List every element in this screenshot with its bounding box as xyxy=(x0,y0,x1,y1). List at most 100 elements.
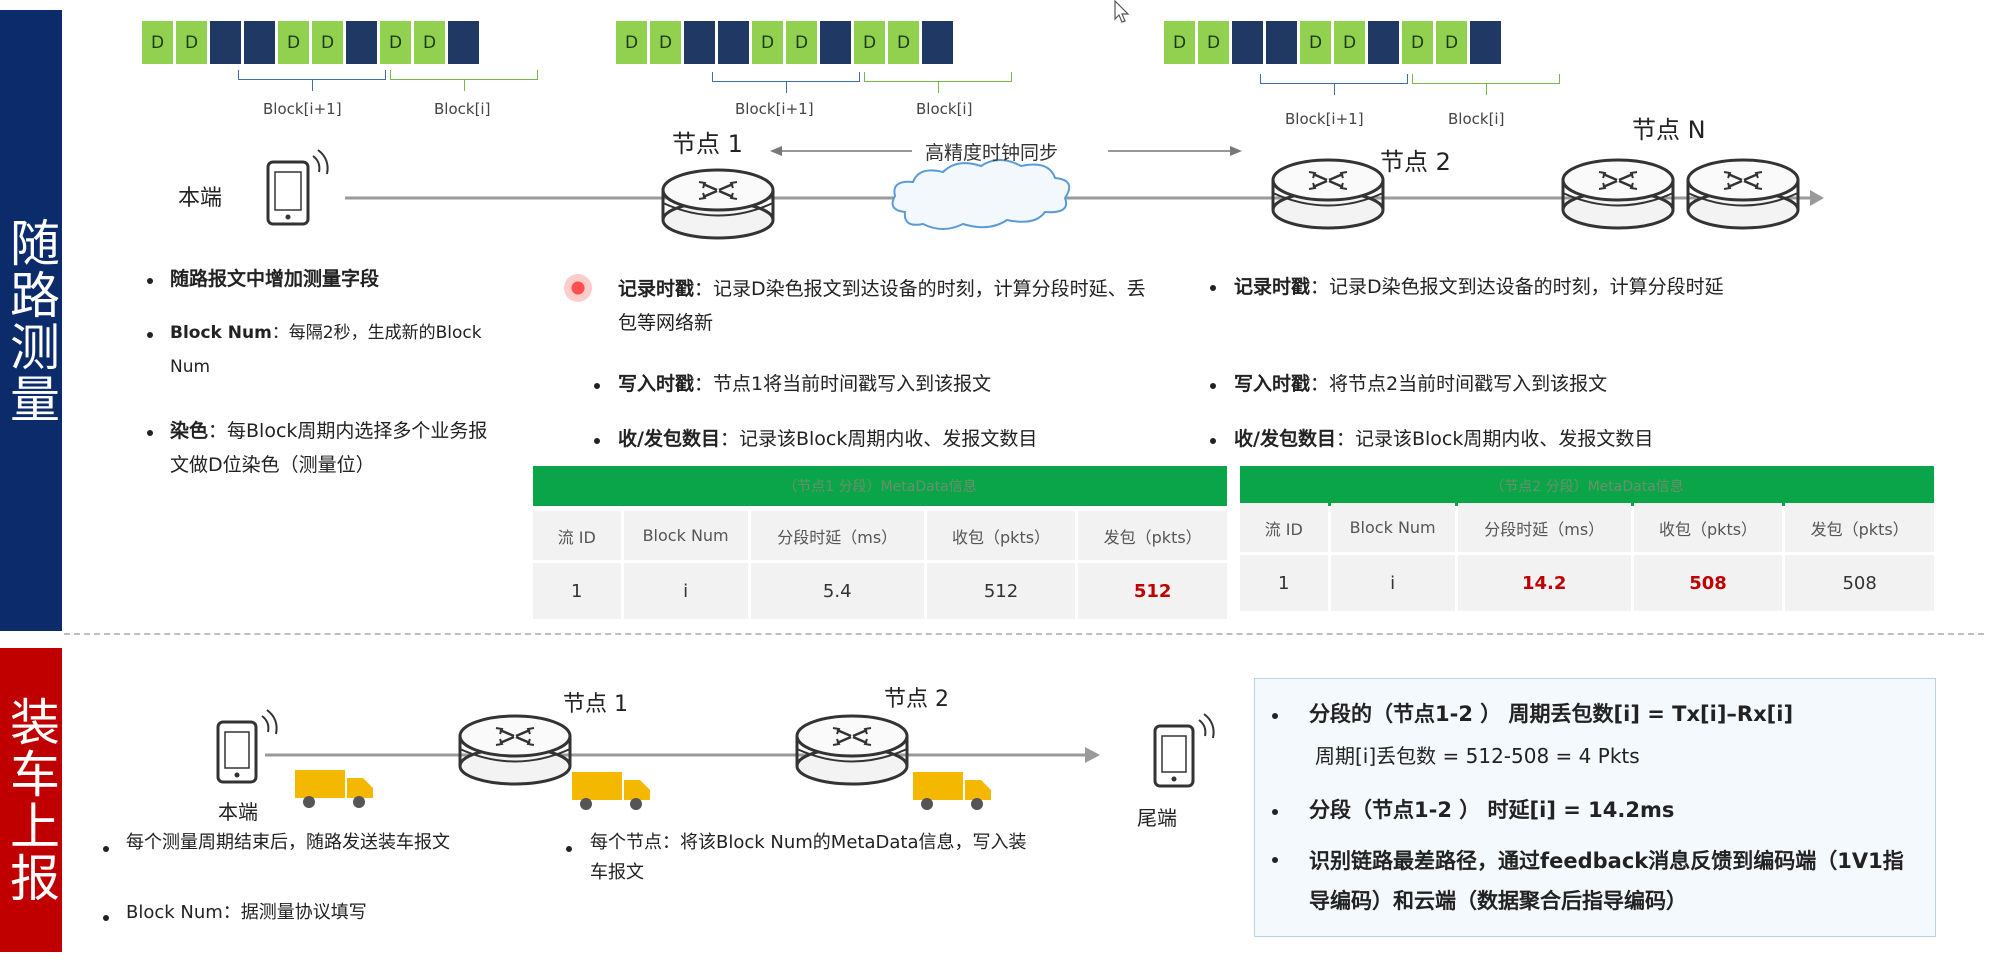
table2-header: 分段时延（ms） xyxy=(1457,503,1631,552)
bottom-node-2-label: 节点 2 xyxy=(884,687,949,712)
top-node-2-label: 节点 2 xyxy=(1380,148,1451,176)
block-cell-d: D xyxy=(176,21,207,64)
truck-icon-2 xyxy=(572,772,650,810)
router-node-n2-icon xyxy=(1686,158,1800,230)
bottom-tail-phone-icon xyxy=(1153,713,1215,788)
table2-cell: 14.2 xyxy=(1457,555,1631,611)
block-cell-d: D xyxy=(1334,21,1365,64)
brace-block-i xyxy=(390,70,538,91)
block-cell xyxy=(820,21,851,64)
summary-line-3: 识别链路最差路径，通过feedback消息反馈到编码端（1V1指导编码）和云端（… xyxy=(1309,849,1904,913)
router-node-2-icon xyxy=(1271,158,1385,230)
top-local-label: 本端 xyxy=(178,186,223,211)
block-cell-d: D xyxy=(752,21,783,64)
label-block-i-3: Block[i] xyxy=(1448,110,1505,128)
label-block-i-2: Block[i] xyxy=(916,100,973,118)
bottom-local-phone-icon xyxy=(216,709,278,784)
sidebar-bottom-label: 装车上报 xyxy=(2,696,60,904)
block-cell-d: D xyxy=(1300,21,1331,64)
label-block-i: Block[i] xyxy=(434,100,491,118)
router-node-1-icon xyxy=(661,168,775,240)
table2-cell: 1 xyxy=(1240,555,1328,611)
right-bullet-2: 写入时戳：将节点2当前时间戳写入到该报文 xyxy=(1234,373,1608,395)
summary-line-1-sub: 周期[i]丢包数 = 512-508 = 4 Pkts xyxy=(1315,744,1640,768)
table2-header: 收包（pkts） xyxy=(1633,503,1783,552)
block-cell-d: D xyxy=(278,21,309,64)
brace-block-i-3 xyxy=(1412,74,1560,95)
mouse-cursor-icon xyxy=(1114,0,1130,23)
block-cell-d: D xyxy=(1198,21,1229,64)
bottom-topology xyxy=(216,709,1215,810)
pointer-highlight xyxy=(564,274,592,302)
top-node-n-label: 节点 N xyxy=(1632,116,1706,144)
block-cell-d: D xyxy=(312,21,343,64)
mid-bullet-2: 写入时戳：节点1将当前时间戳写入到该报文 xyxy=(618,373,992,395)
table1-cell: 1 xyxy=(533,563,621,619)
right-bullet-1: 记录时戳：记录D染色报文到达设备的时刻，计算分段时延 xyxy=(1234,276,1724,298)
block-cell xyxy=(1232,21,1263,64)
truck-icon-1 xyxy=(295,770,373,808)
router-node-n1-icon xyxy=(1561,158,1675,230)
metadata-table-2: 流 ID Block Num 分段时延（ms） 收包（pkts） 发包（pkts… xyxy=(1237,500,1937,614)
label-block-i-plus-1-3: Block[i+1] xyxy=(1285,110,1364,128)
table2-header: Block Num xyxy=(1330,503,1455,552)
bottom-tail-label: 尾端 xyxy=(1137,806,1177,830)
bottom-node-1-label: 节点 1 xyxy=(563,692,628,717)
table1-cell: 5.4 xyxy=(750,563,924,619)
section-divider xyxy=(64,633,1984,635)
mid-bullet-3: 收/发包数目：记录该Block周期内收、发报文数目 xyxy=(618,428,1038,450)
table2-cell: i xyxy=(1330,555,1455,611)
block-cell-d: D xyxy=(888,21,919,64)
block-cell-d: D xyxy=(1402,21,1433,64)
table1-header: 发包（pkts） xyxy=(1078,511,1227,560)
top-topology xyxy=(266,146,1824,240)
block-cell xyxy=(1470,21,1501,64)
summary-box: 分段的（节点1-2 ） 周期丢包数[i] = Tx[i]–Rx[i] 周期[i]… xyxy=(1254,678,1936,937)
table1-cell: 512 xyxy=(926,563,1076,619)
block-cell xyxy=(718,21,749,64)
block-cell-d: D xyxy=(414,21,445,64)
table2-title: （节点2 分段）MetaData信息 xyxy=(1240,466,1934,506)
bottom-left-bullet-2: Block Num：据测量协议填写 xyxy=(126,902,367,923)
left-bullet-2: Block Num：每隔2秒，生成新的Block Num xyxy=(170,323,482,377)
summary-line-2: 分段（节点1-2 ） 时延[i] = 14.2ms xyxy=(1309,798,1675,822)
block-cell-d: D xyxy=(854,21,885,64)
block-cell xyxy=(922,21,953,64)
cloud-icon xyxy=(891,159,1071,230)
block-cell xyxy=(1368,21,1399,64)
block-cell xyxy=(210,21,241,64)
label-block-i-plus-1-2: Block[i+1] xyxy=(735,100,814,118)
brace-block-i-plus-1 xyxy=(238,70,386,91)
clock-sync-label: 高精度时钟同步 xyxy=(925,142,1059,164)
brace-block-i-2 xyxy=(864,72,1012,93)
table1-header: 分段时延（ms） xyxy=(750,511,924,560)
bottom-router-node-2-icon xyxy=(795,714,909,786)
table1-header: 流 ID xyxy=(533,511,621,560)
block-cell-d: D xyxy=(786,21,817,64)
table2-cell: 508 xyxy=(1785,555,1934,611)
brace-block-i-plus-1-2 xyxy=(712,72,860,93)
left-bullet-3: 染色：每Block周期内选择多个业务报文做D位染色（测量位） xyxy=(170,420,488,476)
left-bullet-1: 随路报文中增加测量字段 xyxy=(170,268,380,290)
table1-cell: i xyxy=(623,563,748,619)
bottom-router-node-1-icon xyxy=(458,714,572,786)
block-cell xyxy=(244,21,275,64)
table2-header: 流 ID xyxy=(1240,503,1328,552)
block-cell xyxy=(1266,21,1297,64)
summary-line-1: 分段的（节点1-2 ） 周期丢包数[i] = Tx[i]–Rx[i] xyxy=(1309,702,1794,726)
table1-title: （节点1 分段）MetaData信息 xyxy=(533,466,1227,506)
table2-header: 发包（pkts） xyxy=(1785,503,1934,552)
sidebar-bottom: 装车上报 xyxy=(0,648,62,952)
block-cell xyxy=(448,21,479,64)
label-block-i-plus-1: Block[i+1] xyxy=(263,100,342,118)
bottom-local-label: 本端 xyxy=(218,800,258,824)
metadata-table-1: 流 ID Block Num 分段时延（ms） 收包（pkts） 发包（pkts… xyxy=(530,508,1230,622)
sidebar-top-label: 随路测量 xyxy=(2,216,60,425)
block-cell xyxy=(346,21,377,64)
block-cell-d: D xyxy=(1436,21,1467,64)
brace-block-i-plus-1-3 xyxy=(1260,74,1408,95)
table1-cell: 512 xyxy=(1078,563,1227,619)
